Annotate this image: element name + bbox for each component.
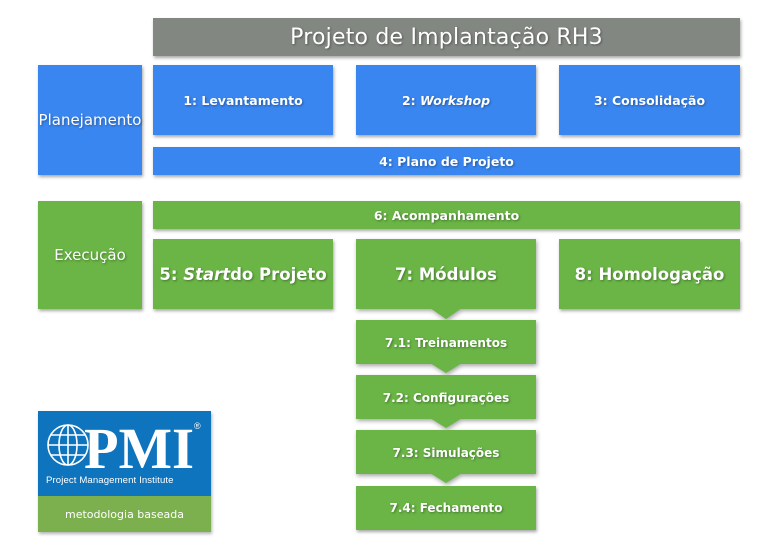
step-7-2-configuracoes: 7.2: Configurações [356, 375, 536, 428]
step-5-start-do-projeto: 5: Start do Projeto [153, 239, 333, 309]
step-7-4-fechamento: 7.4: Fechamento [356, 486, 536, 530]
step-6-acompanhamento: 6: Acompanhamento [153, 201, 740, 229]
svg-text:PMI: PMI [84, 416, 194, 475]
step-2-workshop: 2: Workshop [356, 65, 536, 135]
step-7-1-label: 7.1: Treinamentos [384, 335, 508, 350]
step-7-3-simulacoes: 7.3: Simulações [356, 430, 536, 483]
step-7-2-label: 7.2: Configurações [382, 390, 510, 405]
step-5-prefix: 5: [159, 264, 178, 284]
step-3-consolidacao: 3: Consolidação [559, 65, 740, 135]
step-5-emph: Start [183, 264, 231, 284]
pmi-badge: PMI ® Project Management Institute metod… [38, 411, 211, 532]
phase-execution: Execução [38, 201, 142, 309]
phase-planning: Planejamento [38, 65, 142, 175]
page-title: Projeto de Implantação RH3 [153, 18, 740, 56]
svg-text:®: ® [194, 421, 201, 431]
pmi-logo-icon: PMI ® [47, 416, 201, 475]
step-2-prefix: 2: [401, 92, 416, 108]
pmi-name: Project Management Institute [46, 475, 174, 486]
step-7-3-label: 7.3: Simulações [392, 445, 500, 460]
step-7-label: 7: Módulos [395, 264, 497, 284]
step-1-levantamento: 1: Levantamento [153, 65, 333, 135]
step-8-homologacao: 8: Homologação [559, 239, 740, 309]
step-5-suffix: do Projeto [230, 264, 327, 284]
step-2-emph: Workshop [420, 92, 491, 108]
pmi-logo-panel: PMI ® Project Management Institute [38, 411, 211, 496]
step-7-modulos: 7: Módulos [356, 239, 536, 319]
step-4-plano-de-projeto: 4: Plano de Projeto [153, 147, 740, 175]
step-7-1-treinamentos: 7.1: Treinamentos [356, 320, 536, 373]
pmi-caption: metodologia baseada [65, 507, 184, 521]
